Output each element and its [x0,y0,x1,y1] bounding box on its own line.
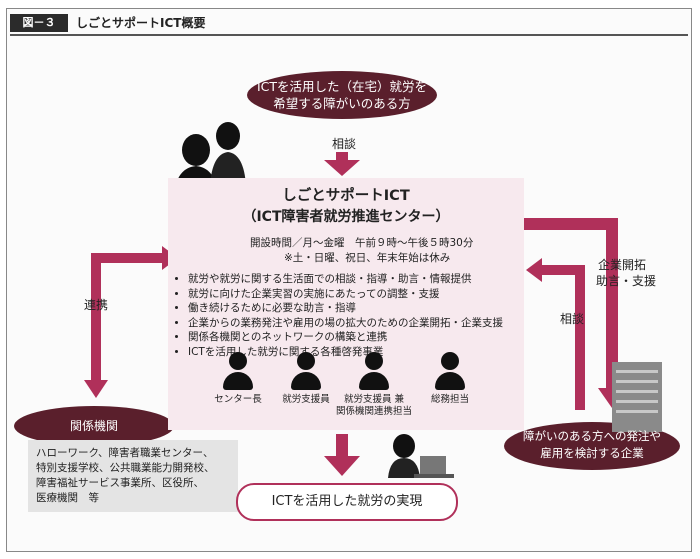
kikan-list: ハローワーク、障害者職業センター、 特別支援学校、公共職業能力開発校、 障害福祉… [28,440,238,512]
company-line-1: 障がいのある方への発注や [523,429,661,443]
figure-label: 図－３ [10,14,68,32]
staff-role: 就労支援員 [282,394,330,405]
opening-hours: 開設時間／月～金曜 午前９時～午後５時30分 [250,237,474,249]
kikan-item: 医療機関 等 [36,492,99,504]
consult-right-arrow-head [526,258,542,282]
consult-top-label: 相談 [332,137,357,151]
staff-role-detail: 関係機関連携担当 [335,406,412,417]
duty-item: 就労に向けた企業実習の実施にあたっての調整・支援 [188,287,533,302]
result-arrow-shaft [336,434,348,458]
company-advice-label: 助言・支援 [596,274,657,288]
company-outreach-arrow [524,218,618,392]
consult-right-label: 相談 [560,312,585,326]
title-divider [10,34,688,36]
company-ellipse [504,422,680,470]
result-arrow-head [324,456,360,476]
staff-role: 総務担当 [430,394,469,405]
staff-general-affairs: 総務担当 [410,352,490,406]
duty-item: 関係各機関とのネットワークの構築と連携 [188,330,533,345]
staff-center-head: センター長 [198,352,278,406]
building-icon [612,362,662,432]
staff-role: 就労支援員 兼 [343,394,405,405]
applicant-text: ICTを活用した（在宅）就労を 希望する障がいのある方 [247,78,437,112]
duty-item: 企業からの業務発注や雇用の場の拡大のための企業開拓・企業支援 [188,316,533,331]
applicant-line-2: 希望する障がいのある方 [273,96,411,111]
staff-support-worker: 就労支援員 [266,352,346,406]
figure-title: しごとサポートICT概要 [76,16,206,30]
company-outreach-label: 企業開拓 [598,258,647,272]
consult-top-arrow-head [324,160,360,176]
kikan-item: 特別支援学校、公共職業能力開発校、 [36,462,215,474]
duty-item: 働き続けるために必要な助言・指導 [188,301,533,316]
consult-top-arrow-shaft [336,152,348,162]
kikan-title: 関係機関 [69,419,118,433]
pc-worker-illustration [388,434,454,478]
applicant-ellipse [247,71,437,119]
kikan-item: ハローワーク、障害者職業センター、 [36,447,214,459]
kikan-ellipse [14,406,174,446]
cooperation-arrow [91,253,166,385]
closed-days-note: ※土・日曜、祝日、年末年始は休み [284,252,451,264]
person-icon [223,352,253,390]
duties-list: 就労や就労に関する生活面での相談・指導・助言・情報提供 就労に向けた企業実習の実… [174,272,533,359]
cooperation-arrow-head-down [84,380,108,398]
result-box: ICTを活用した就労の実現 [236,483,458,521]
applicant-line-1: ICTを活用した（在宅）就労を [256,79,428,94]
center-subtitle: （ICT障害者就労推進センター） [242,209,450,225]
staff-role: センター長 [214,394,262,405]
person-icon [291,352,321,390]
center-title: しごとサポートICT [282,188,410,204]
company-text: 障がいのある方への発注や 雇用を検討する企業 [506,428,678,462]
person-icon [359,352,389,390]
company-line-2: 雇用を検討する企業 [540,446,644,460]
person-icon [435,352,465,390]
kikan-item: 障害福祉サービス事業所、区役所、 [36,477,204,489]
staff-support-liaison: 就労支援員 兼 関係機関連携担当 [334,352,414,418]
cooperation-label: 連携 [84,298,109,312]
duty-item: 就労や就労に関する生活面での相談・指導・助言・情報提供 [188,272,533,287]
consult-right-arrow [538,265,585,410]
